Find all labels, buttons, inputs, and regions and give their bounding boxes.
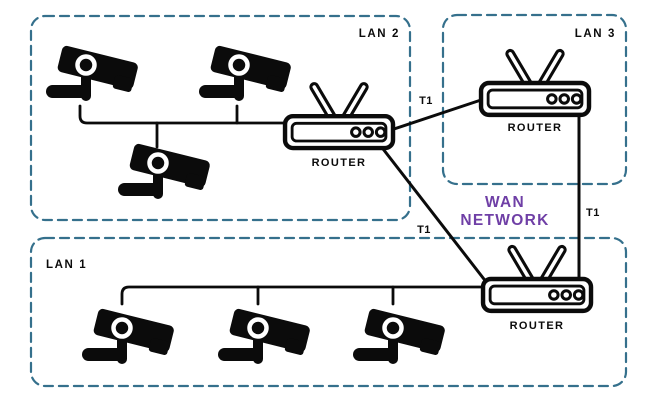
lan1-router-label: ROUTER [510, 320, 565, 332]
router-icon [483, 250, 591, 311]
cctv-camera-icon [218, 308, 311, 364]
lan3-label: LAN 3 [575, 28, 616, 40]
lan2-router-label: ROUTER [312, 157, 367, 169]
wan-network-label-line2: NETWORK [460, 212, 549, 229]
cctv-camera-icon [353, 308, 446, 364]
wan-network-label-line1: WAN [485, 194, 525, 211]
lan1-boundary-box [29, 236, 628, 388]
cctv-camera-icon [118, 143, 211, 199]
cctv-camera-icon [46, 45, 139, 101]
lan3-boundary-box [441, 13, 628, 186]
lan2-camera-bus [78, 104, 297, 149]
lan1-label: LAN 1 [46, 259, 87, 271]
lan2-label: LAN 2 [359, 28, 400, 40]
lan3-router-label: ROUTER [508, 122, 563, 134]
t1-link-lan2-lan1 [378, 143, 489, 285]
t1-label-lan2-lan1: T1 [417, 224, 431, 236]
router-icon [285, 87, 393, 148]
t1-link-lan2-lan3 [389, 97, 486, 132]
lan2-bus-line [78, 104, 297, 125]
t1-label-lan2-lan3: T1 [419, 95, 433, 107]
router-icon [481, 54, 589, 115]
cctv-camera-icon [82, 308, 175, 364]
cctv-camera-icon [199, 45, 292, 101]
lan1-camera-bus [120, 285, 489, 306]
t1-label-lan3-lan1: T1 [586, 207, 600, 219]
lan1-bus-line [120, 285, 489, 306]
